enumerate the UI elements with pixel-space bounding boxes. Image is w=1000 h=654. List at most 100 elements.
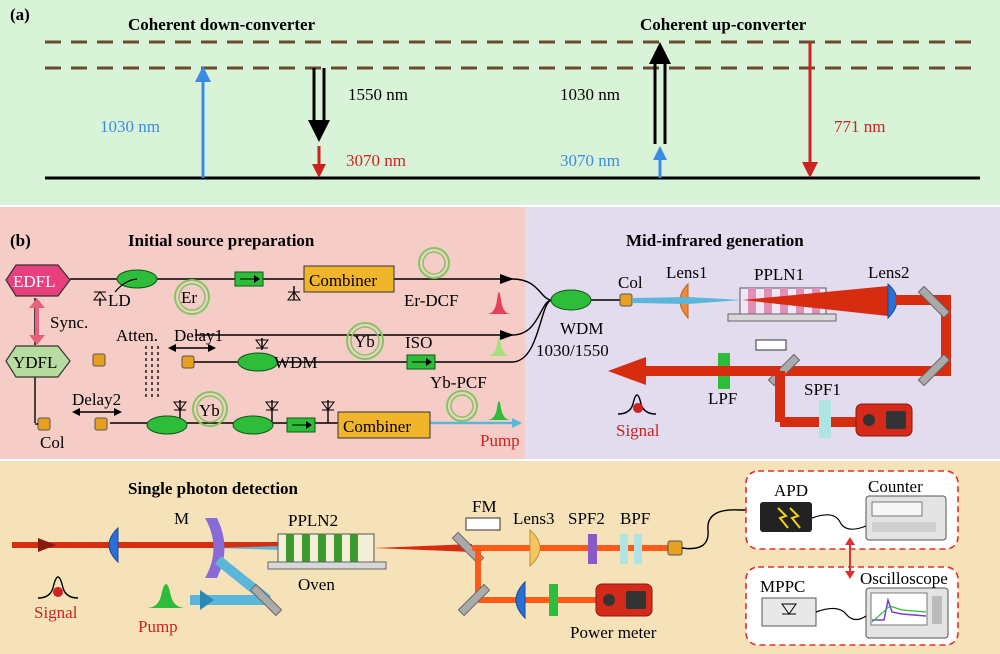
arrow-1550-down [308, 68, 330, 142]
oscilloscope-device [865, 587, 949, 639]
coupler-yb2 [146, 415, 188, 435]
fiber-collimator-c [667, 540, 683, 556]
delay2-label: Delay2 [72, 390, 121, 409]
pump-diode-1 [287, 291, 301, 301]
bpf-filter-2 [634, 534, 642, 564]
edfl-source: EDFL [5, 264, 71, 297]
label-1030-right: 1030 nm [560, 85, 620, 104]
down-converter-title: Coherent down-converter [128, 15, 316, 34]
er-fiber-coil [174, 279, 210, 315]
delay1-collimator [181, 355, 195, 369]
pump-label-c: Pump [138, 617, 178, 636]
bpf-label: BPF [620, 509, 650, 528]
lpf-label: LPF [708, 389, 737, 408]
isolator-iso [406, 354, 436, 370]
edfl-label: EDFL [13, 272, 56, 291]
pump-diode-2 [173, 401, 187, 411]
label-3070-right: 3070 nm [560, 151, 620, 170]
signal-pulse-b [617, 394, 657, 415]
label-3070-left: 3070 nm [346, 151, 406, 170]
yb-pcf-label: Yb-PCF [430, 373, 487, 392]
combiner-2-label: Combiner [343, 417, 411, 436]
mppc-label: MPPC [760, 577, 805, 596]
mirror-c-lower [457, 583, 491, 617]
delay2-arrow [72, 408, 122, 416]
arrow-3070-up [653, 146, 667, 178]
arrow-3070-down [312, 146, 326, 178]
source-prep-title: Initial source preparation [128, 231, 315, 250]
fiber-arrow-1 [500, 274, 514, 284]
wdm-big-sub-label: 1030/1550 [536, 341, 609, 360]
col-left-label: Col [40, 433, 65, 452]
ld-diode [93, 291, 107, 301]
flip-mirror-c-mount [465, 517, 501, 531]
pcf-coil [446, 390, 478, 422]
ydfl-collimator [92, 353, 106, 367]
yb1-label: Yb [354, 332, 375, 351]
pump-beam-c-arrow [200, 590, 214, 610]
pump-pulse-c [146, 584, 186, 608]
panel-b: (b) Initial source preparation Mid-infra… [0, 207, 1000, 459]
panel-a: (a) Coherent down-converter Coherent up-… [0, 0, 1000, 205]
pump-diode-4 [321, 401, 335, 411]
apd-device [760, 502, 812, 532]
oven-label: Oven [298, 575, 335, 594]
pulse-green-1 [487, 337, 511, 356]
power-meter-label: Power meter [570, 623, 657, 642]
lens2-label: Lens2 [868, 263, 910, 282]
signal-label-b: Signal [616, 421, 660, 440]
wdm-big-coupler [550, 289, 592, 311]
wdm-big-label: WDM [560, 319, 603, 338]
signal-beam-arrow [38, 538, 56, 552]
flip-mirror-mount [755, 339, 787, 351]
lens3 [529, 528, 541, 568]
filter-c-lower [549, 584, 558, 616]
pump-mirror-c [249, 583, 283, 617]
panel-c: Single photon detection Signal M Pump PP… [0, 461, 1000, 654]
col-right-collimator [619, 293, 633, 307]
isolator-1 [234, 271, 264, 287]
er-dcf-coil [418, 247, 450, 279]
pump-label-b: Pump [480, 431, 520, 450]
ld-label: LD [108, 291, 131, 310]
fiber-to-apd [681, 509, 760, 550]
mppc-device [761, 597, 817, 627]
midir-beam-loop [778, 295, 951, 376]
mid-ir-title: Mid-infrared generation [626, 231, 804, 250]
ppln2-crystal [267, 533, 387, 570]
ydfl-source: YDFL [5, 345, 71, 378]
detection-title: Single photon detection [128, 479, 299, 498]
signal-label-c: Signal [34, 603, 78, 622]
apd-label: APD [774, 481, 808, 500]
spf1-filter [819, 400, 831, 438]
attenuator-lines [145, 346, 159, 398]
counter-device [865, 495, 947, 541]
up-converter-title: Coherent up-converter [640, 15, 807, 34]
fiber-arrow-2 [500, 330, 514, 340]
pulse-green-2 [487, 401, 511, 420]
wdm-small-diode [255, 339, 269, 349]
panel-a-background [0, 0, 1000, 205]
coupler-yb3 [232, 415, 274, 435]
spf1-label: SPF1 [804, 380, 841, 399]
signal-arrowhead [608, 357, 646, 385]
yb-fiber-coil-2 [192, 391, 228, 427]
pump-diode-3 [265, 401, 279, 411]
delay1-label: Delay1 [174, 326, 223, 345]
sync-label: Sync. [50, 313, 88, 332]
label-1030-left: 1030 nm [100, 117, 160, 136]
oscilloscope-label: Oscilloscope [860, 569, 948, 588]
lens-c-1 [108, 526, 119, 564]
panel-b-right-background [525, 207, 1000, 459]
spf2-label: SPF2 [568, 509, 605, 528]
box-link-arrow [845, 537, 855, 579]
pulse-red [487, 292, 511, 314]
output-beam-c [374, 544, 472, 552]
combiner-1-label: Combiner [309, 271, 377, 290]
midir-beam-expand [742, 286, 888, 316]
counter-label: Counter [868, 477, 923, 496]
combiner-2: Combiner [337, 411, 431, 439]
pump-beam-c-merge [218, 546, 280, 550]
lens-c-2 [515, 580, 526, 620]
er-label: Er [181, 288, 197, 307]
